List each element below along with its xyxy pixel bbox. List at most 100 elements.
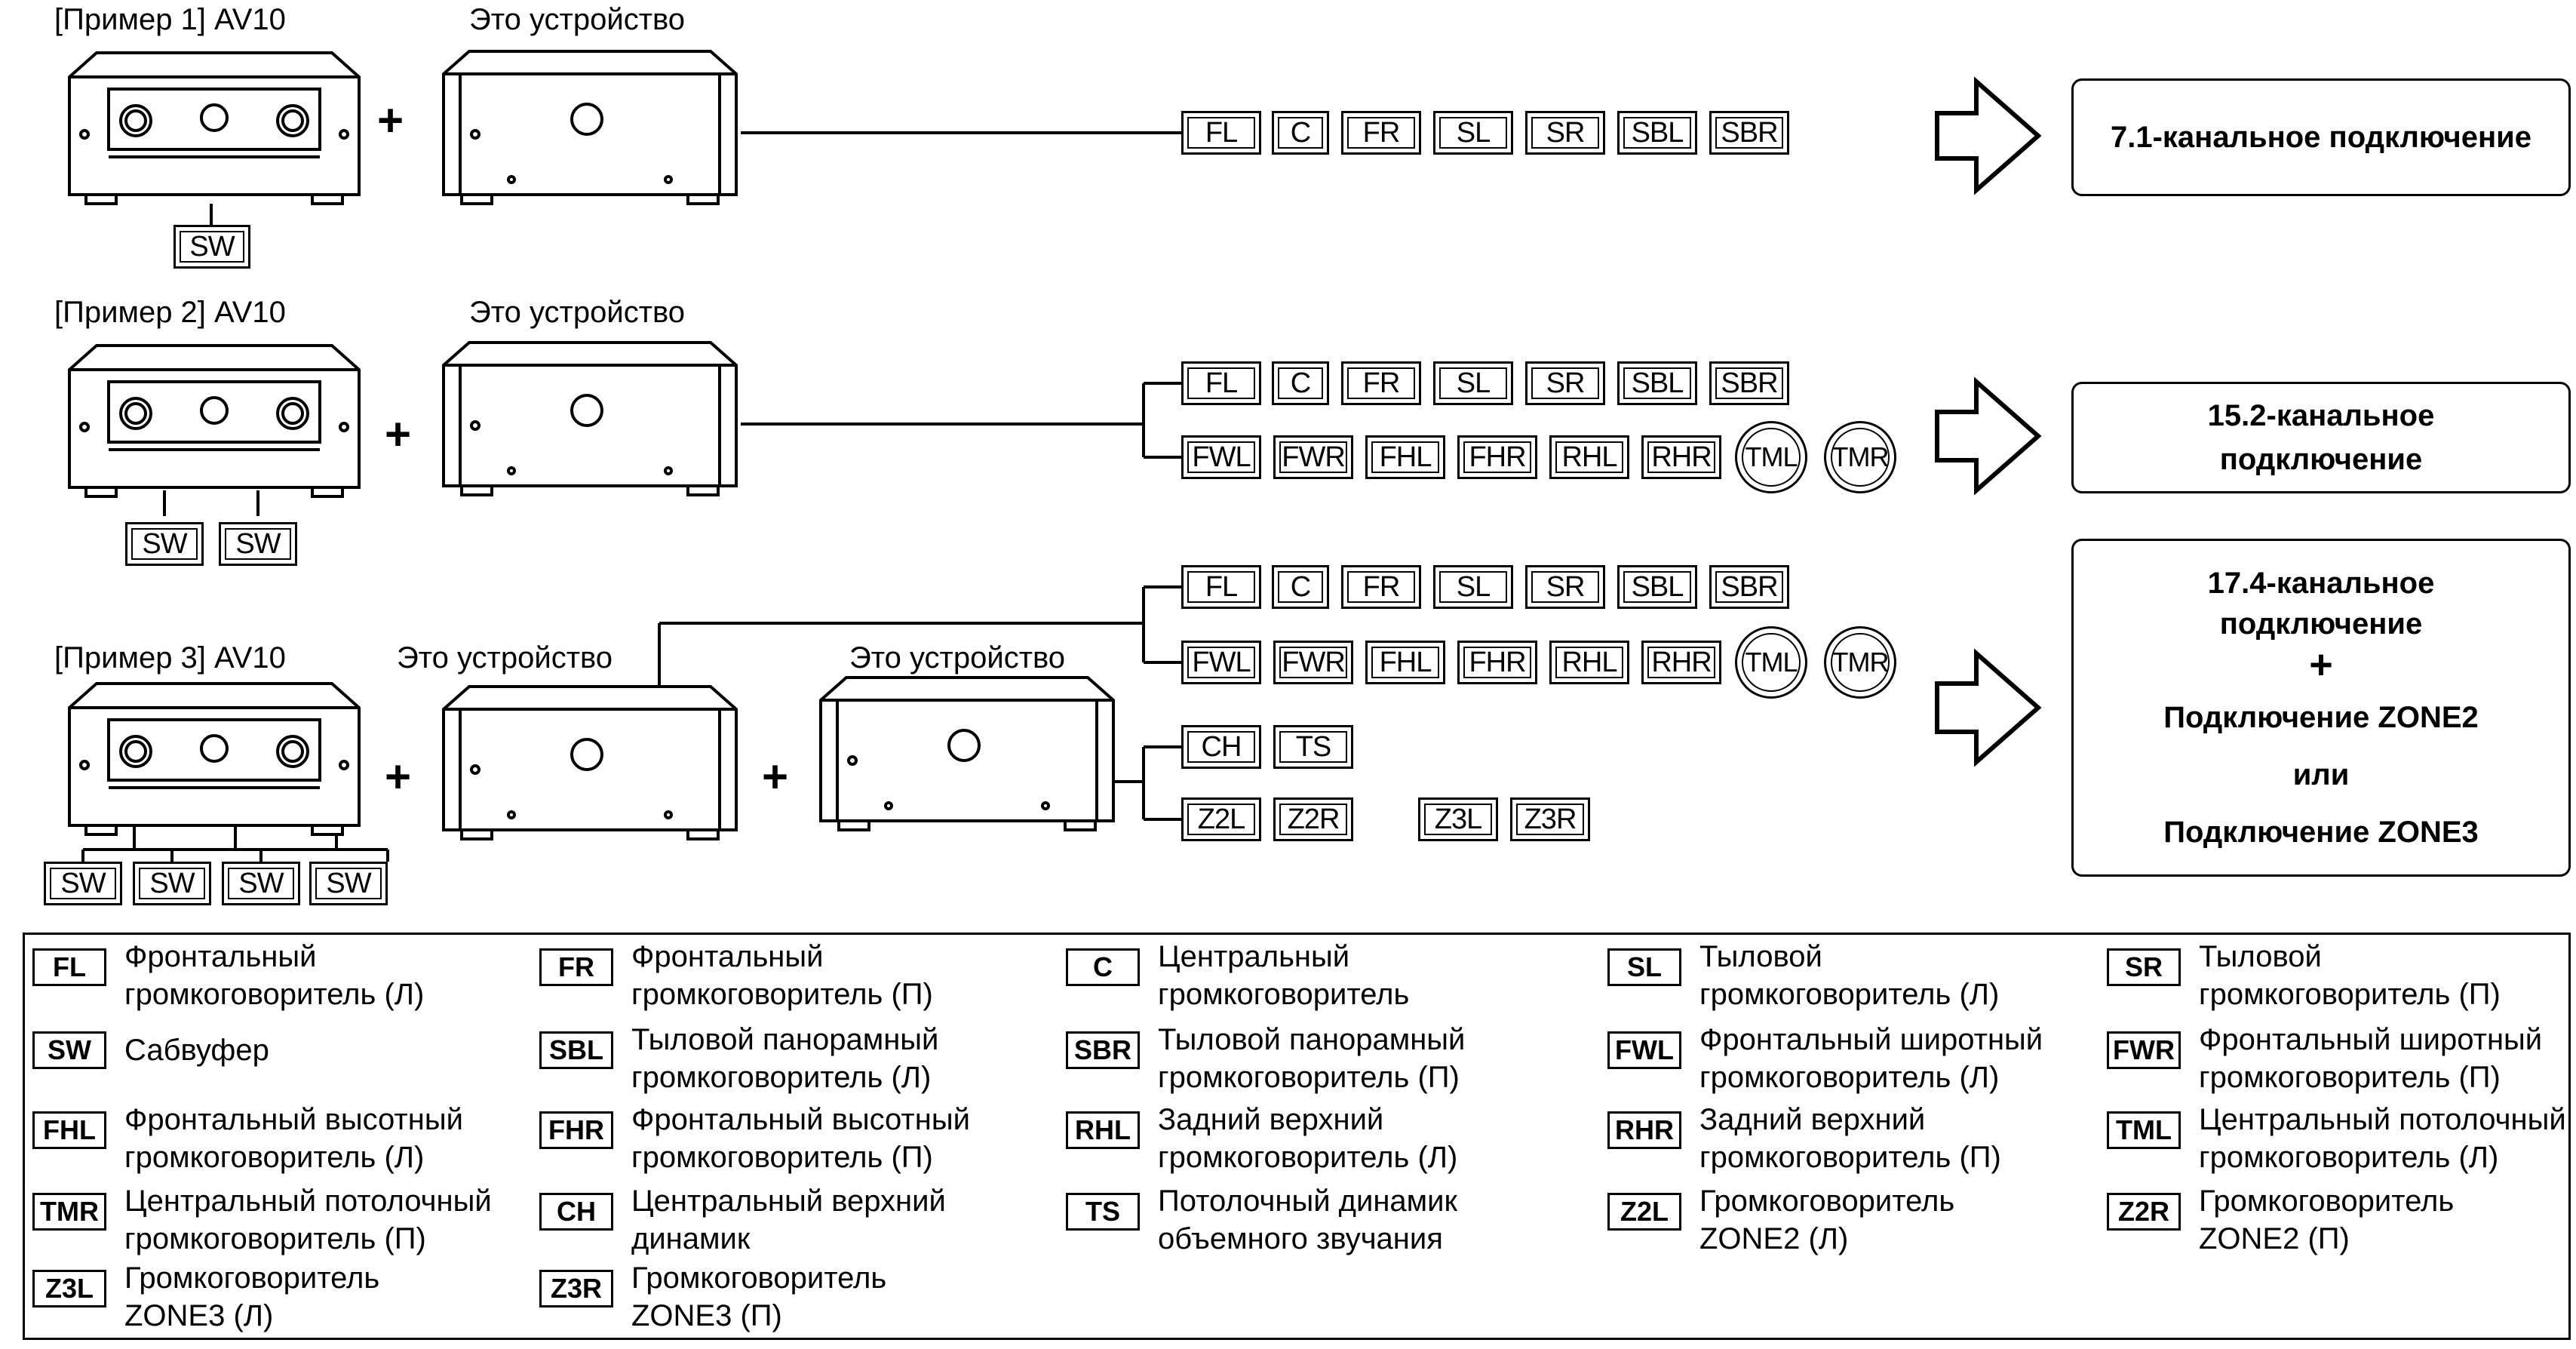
speaker-chip-sbl: SBL (1617, 111, 1697, 155)
speaker-chip-rhl: RHL (1549, 641, 1629, 684)
legend-abbr: CH (539, 1193, 613, 1231)
speaker-chip-sl: SL (1433, 565, 1513, 609)
legend-abbr: RHR (1607, 1111, 1681, 1149)
speaker-chip-fhl: FHL (1365, 641, 1445, 684)
result-text: 17.4-канальное (2207, 567, 2435, 600)
speaker-chip-sbr: SBR (1709, 361, 1789, 405)
legend-abbr: FWR (2107, 1031, 2181, 1069)
amplifier-unit (442, 341, 738, 496)
speaker-chip-z2l: Z2L (1181, 797, 1261, 841)
av10-processor (68, 51, 361, 205)
speaker-chip-sbl: SBL (1617, 565, 1697, 609)
speaker-chip-fr: FR (1341, 111, 1421, 155)
legend-abbr: SBR (1066, 1031, 1140, 1069)
legend-abbr: SBL (539, 1031, 613, 1069)
legend-abbr: FWL (1607, 1031, 1681, 1069)
result-text: Подключение ZONE2 (2163, 701, 2479, 734)
example-2-label: [Пример 2] AV10 (54, 296, 286, 329)
result-text: Подключение ZONE3 (2163, 816, 2479, 849)
speaker-chip-sbr: SBR (1709, 565, 1789, 609)
legend-text: Сабвуфер (124, 1034, 269, 1067)
legend-abbr: FHL (32, 1111, 106, 1149)
speaker-chip-z3r: Z3R (1510, 797, 1590, 841)
plus-sign: + (762, 751, 789, 802)
speaker-chip-fr: FR (1341, 361, 1421, 405)
speaker-chip-sw: SW (44, 862, 122, 905)
speaker-chip-sr: SR (1525, 361, 1605, 405)
legend-abbr: Z2L (1607, 1193, 1681, 1231)
speaker-chip-fwr: FWR (1273, 435, 1353, 479)
amplifier-unit (442, 685, 738, 840)
speaker-chip-rhl: RHL (1549, 435, 1629, 479)
speaker-chip-tmr: TMR (1824, 421, 1896, 493)
speaker-chip-fl: FL (1181, 361, 1261, 405)
arrow-right-icon (1935, 76, 2042, 195)
speaker-chip-sl: SL (1433, 111, 1513, 155)
result-plus: + (2309, 642, 2333, 687)
speaker-chip-fl: FL (1181, 565, 1261, 609)
speaker-chip-sw: SW (309, 862, 388, 905)
speaker-chip-tml: TML (1735, 626, 1807, 699)
speaker-chip-fwr: FWR (1273, 641, 1353, 684)
speaker-chip-ch: CH (1181, 725, 1261, 769)
result-text: или (2292, 758, 2350, 791)
plus-sign: + (385, 409, 412, 459)
legend-abbr: FHR (539, 1111, 613, 1149)
device-label: Это устройство (397, 641, 613, 674)
example-3-label: [Пример 3] AV10 (54, 641, 286, 674)
speaker-chip-tmr: TMR (1824, 626, 1896, 699)
result-text: 7.1-канальное подключение (2110, 121, 2532, 154)
speaker-chip-sbr: SBR (1709, 111, 1789, 155)
speaker-chip-fhr: FHR (1457, 641, 1537, 684)
legend-abbr: SW (32, 1031, 106, 1069)
example-1-label: [Пример 1] AV10 (54, 3, 286, 36)
legend-abbr: TMR (32, 1193, 106, 1231)
speaker-chip-ts: TS (1273, 725, 1353, 769)
legend-abbr: C (1066, 948, 1140, 986)
legend-abbr: FR (539, 948, 613, 986)
device-label: Это устройство (469, 3, 686, 36)
av10-processor (68, 682, 361, 836)
legend-abbr: Z3L (32, 1270, 106, 1308)
speaker-chip-fhr: FHR (1457, 435, 1537, 479)
speaker-chip-sl: SL (1433, 361, 1513, 405)
amplifier-unit (819, 676, 1115, 831)
speaker-chip-rhr: RHR (1641, 641, 1721, 684)
legend-abbr: Z3R (539, 1270, 613, 1308)
amplifier-unit (442, 50, 738, 205)
legend-abbr: SR (2107, 948, 2181, 986)
result-box-7-1: 7.1-канальное подключение (2071, 78, 2571, 196)
legend-abbr: RHL (1066, 1111, 1140, 1149)
speaker-chip-sw: SW (125, 522, 204, 566)
result-box-17-4: 17.4-канальное подключение + Подключение… (2071, 539, 2571, 877)
speaker-chip-fwl: FWL (1181, 435, 1261, 479)
speaker-chip-sw: SW (133, 862, 211, 905)
speaker-chip-fwl: FWL (1181, 641, 1261, 684)
plus-sign: + (377, 95, 404, 146)
speaker-chip-fr: FR (1341, 565, 1421, 609)
legend-abbr: FL (32, 948, 106, 986)
speaker-chip-sbl: SBL (1617, 361, 1697, 405)
speaker-chip-z3l: Z3L (1418, 797, 1498, 841)
device-label: Это устройство (469, 296, 686, 329)
speaker-chip-sr: SR (1525, 111, 1605, 155)
